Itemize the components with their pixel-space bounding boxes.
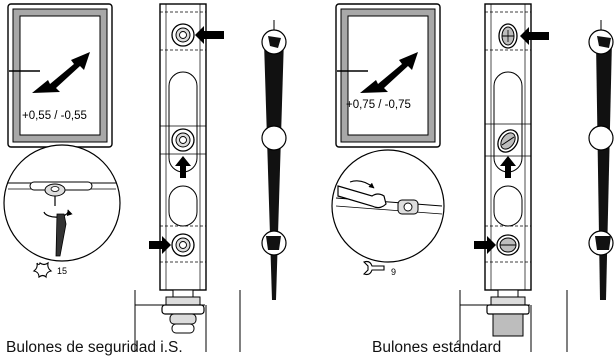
left-detail-magnifier bbox=[3, 144, 121, 262]
right-detail-magnifier bbox=[331, 149, 445, 263]
right-standard-bolt-bottom bbox=[496, 234, 520, 256]
right-standard-bolt-top bbox=[498, 23, 518, 49]
rotation-arrow-icon bbox=[349, 180, 375, 189]
right-standard-bolt-middle bbox=[497, 129, 519, 153]
right-sash-side-view bbox=[588, 20, 614, 300]
wrench-size-label: 9 bbox=[391, 267, 396, 277]
adjust-direction-arrow-icon bbox=[360, 52, 418, 93]
wrench-tool-hint: 9 bbox=[362, 260, 396, 277]
left-security-bolt-bottom bbox=[171, 233, 195, 257]
right-arrow-pointer-bottom bbox=[474, 236, 496, 254]
left-bolt-section bbox=[134, 289, 207, 352]
open-wrench-icon bbox=[362, 260, 385, 276]
right-adjustment-range: +0,75 / -0,75 bbox=[346, 99, 411, 111]
left-security-bolt-middle bbox=[171, 128, 195, 152]
left-arrow-pointer-middle bbox=[175, 156, 191, 178]
left-sash-side-view bbox=[261, 20, 287, 300]
left-adjustment-range: +0,55 / -0,55 bbox=[22, 110, 87, 122]
torx-tool-hint: 15 bbox=[32, 261, 67, 279]
right-arrow-pointer-middle bbox=[500, 156, 516, 178]
left-arrow-pointer-top bbox=[195, 26, 224, 44]
left-arrow-pointer-bottom bbox=[149, 236, 171, 254]
wrench-shape bbox=[337, 185, 387, 209]
torx-size-label: 15 bbox=[57, 266, 67, 276]
right-bolt-section bbox=[459, 289, 532, 352]
left-window-diagram: +0,55 / -0,55 bbox=[7, 3, 113, 148]
left-security-bolt-top bbox=[171, 23, 195, 47]
right-caption: Bulones estándard bbox=[372, 339, 502, 356]
right-window-diagram: +0,75 / -0,75 bbox=[335, 3, 441, 148]
adjust-direction-arrow-icon bbox=[32, 52, 90, 93]
left-caption: Bulones de seguridad i.S. bbox=[6, 339, 183, 356]
screwdriver-shape bbox=[55, 213, 67, 257]
torx-star-icon bbox=[32, 261, 53, 279]
right-arrow-pointer-top bbox=[520, 27, 549, 45]
